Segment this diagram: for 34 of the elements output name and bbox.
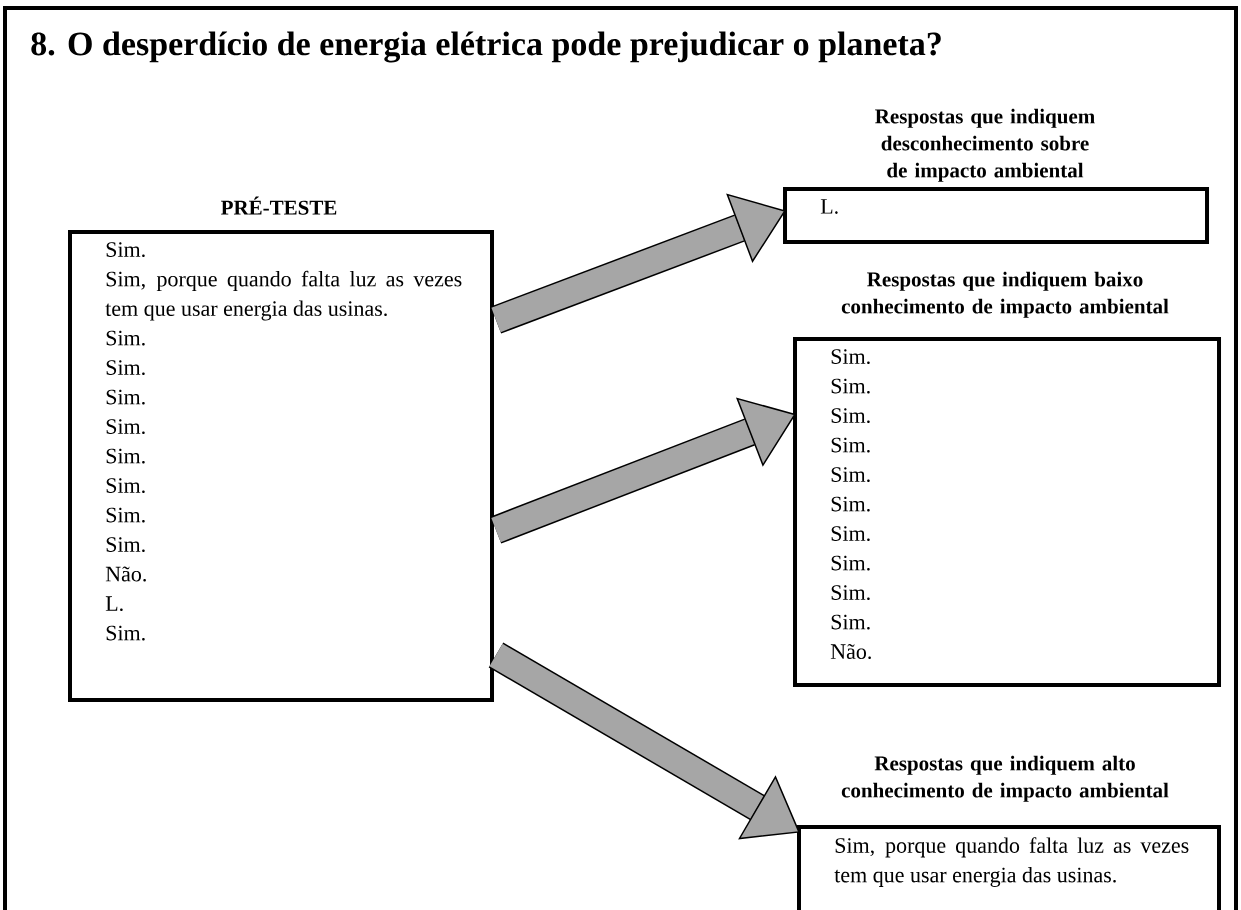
answer-text: Sim. [831, 349, 870, 365]
answer-text: Sim. [106, 625, 145, 641]
answer-text: Sim. [831, 526, 870, 542]
answer-text: Sim. [831, 614, 870, 630]
answer-text: Sim. [831, 585, 870, 601]
heading: Respostas que indiquem desconhecimento sobre de impacto ambiental [875, 108, 1095, 182]
answer-text: Sim. [831, 555, 870, 571]
answer-text: Sim. [106, 360, 145, 376]
answer-text: Sim. [106, 330, 145, 346]
answer-text: Sim. [831, 408, 870, 424]
answer-text: Sim. [831, 496, 870, 512]
block-arrow [490, 397, 796, 544]
heading: Respostas que indiquem alto conhecimento de impacto ambiental [841, 755, 1169, 802]
answer-text: Não. [105, 566, 146, 582]
answer-text: L. [105, 596, 123, 612]
answer-text: Sim. [106, 242, 145, 258]
answer-text: Sim. [106, 537, 145, 553]
answer-text: Não. [830, 643, 871, 660]
block-arrow [490, 193, 786, 334]
answer-text: Sim, porque quando falta luz as vezes tem que usar energia das usinas. [834, 837, 1189, 887]
answer-text: Sim. [106, 419, 145, 435]
answer-text: Sim. [106, 478, 145, 494]
answer-text: L. [820, 199, 838, 214]
answer-text: Sim. [106, 448, 145, 464]
answer-text: Sim. [831, 378, 870, 394]
answer-text: Sim. [106, 507, 145, 523]
answer-text: Sim. [106, 389, 145, 405]
answer-text: Sim. [831, 437, 870, 453]
answer-text: Sim. [831, 467, 870, 483]
answer-text: Sim, porque quando falta luz as vezes tem que usar energia das usinas. [105, 270, 462, 321]
heading: PRÉ-TESTE [221, 196, 337, 215]
heading: Respostas que indiquem baixo conhecimento de impacto ambiental [841, 271, 1169, 318]
block-arrow [488, 642, 800, 840]
title: 8. O desperdício de energia elétrica pode prejudicar o planeta? [31, 31, 941, 63]
